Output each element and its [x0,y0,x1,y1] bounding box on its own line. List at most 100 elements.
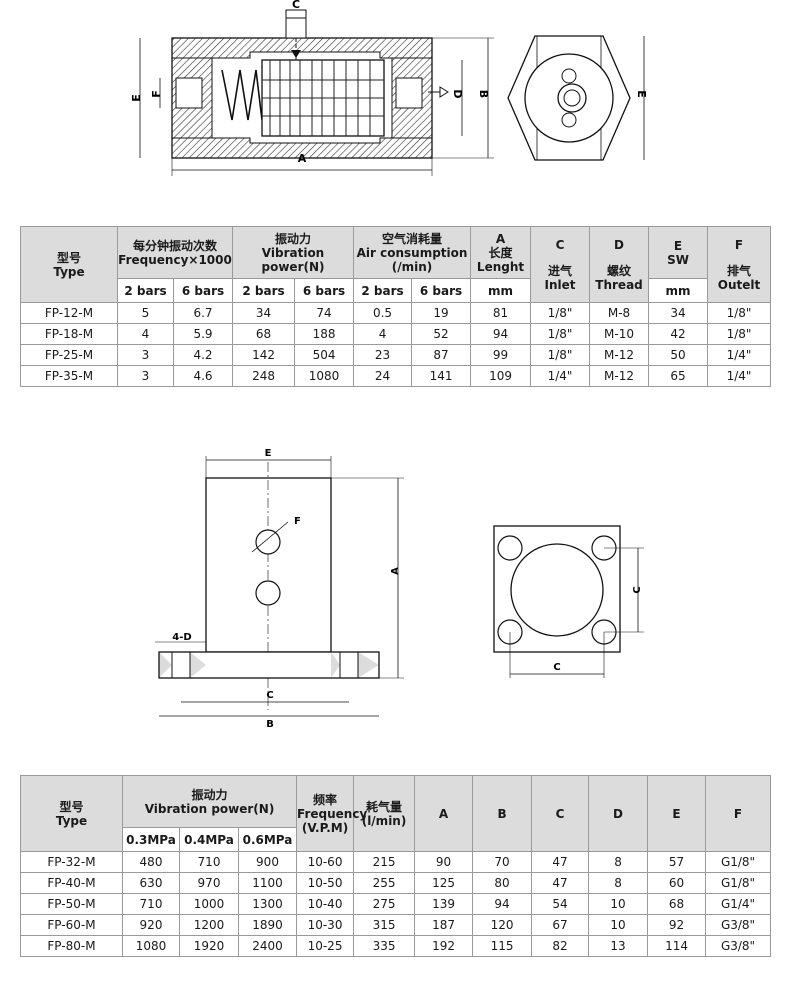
value-cell: 10 [588,893,649,915]
value-cell: 74 [294,302,355,324]
dim-label-f: F [150,90,163,98]
value-cell: M-8 [589,302,650,324]
value-cell: 6.7 [172,302,234,324]
t2-header-c: C [531,775,590,852]
header-freq-2bars: 2 bars [117,278,174,303]
model-cell: FP-18-M [20,323,118,345]
value-cell: 42 [648,323,709,345]
flange-svg: E F A 4-D C B C C [155,448,644,730]
dim2-label-c: C [266,690,273,701]
value-cell: 3 [117,365,174,387]
dim2-label-b: B [266,719,274,730]
dim-label-d: D [451,89,464,98]
value-cell: 50 [648,344,709,366]
value-cell: 24 [353,365,413,387]
value-cell: 13 [588,935,649,957]
value-cell: 34 [648,302,709,324]
t2-header-d: D [588,775,649,852]
value-cell: 1/8" [707,302,772,324]
value-cell: 4 [117,323,174,345]
value-cell: 900 [237,851,298,873]
model-cell: FP-60-M [20,914,123,936]
value-cell: 10-30 [296,914,355,936]
value-cell: G1/4" [705,893,772,915]
value-cell: 4.6 [172,365,234,387]
flange-base [158,651,380,679]
value-cell: 1080 [294,365,355,387]
value-cell: 4.2 [172,344,234,366]
value-cell: 109 [470,365,532,387]
value-cell: G1/8" [705,872,772,894]
value-cell: 80 [472,872,533,894]
value-cell: 1890 [237,914,298,936]
value-cell: 10 [588,914,649,936]
value-cell: 99 [470,344,532,366]
header-air-6bars: 6 bars [411,278,472,303]
value-cell: 1000 [179,893,239,915]
value-cell: 114 [647,935,707,957]
value-cell: 10-60 [296,851,355,873]
value-cell: 1200 [179,914,239,936]
value-cell: 1/4" [530,365,591,387]
value-cell: 54 [531,893,590,915]
header-air-2bars: 2 bars [353,278,413,303]
t2-header-b: B [472,775,533,852]
t2-header-f: F [705,775,772,852]
dim-label-e: E [130,94,143,102]
value-cell: 2400 [237,935,298,957]
value-cell: 139 [414,893,474,915]
value-cell: 1/4" [707,365,772,387]
vibrator-body [205,477,332,653]
value-cell: 1080 [122,935,180,957]
dim2-label-c3: C [553,662,560,673]
header-freq-6bars: 6 bars [172,278,234,303]
t2-header-a: A [414,775,474,852]
value-cell: M-12 [589,365,650,387]
value-cell: 5 [117,302,174,324]
value-cell: 68 [232,323,296,345]
value-cell: 19 [411,302,472,324]
dim2-label-f: F [294,516,301,527]
value-cell: 188 [294,323,355,345]
model-cell: FP-12-M [20,302,118,324]
header-power-6bars: 6 bars [294,278,355,303]
value-cell: 94 [472,893,533,915]
value-cell: 192 [414,935,474,957]
vibrator-section-drawing: C E F D B A E [0,0,790,210]
value-cell: 215 [353,851,416,873]
t2-header-p04: 0.4MPa [179,827,239,852]
value-cell: M-10 [589,323,650,345]
value-cell: 94 [470,323,532,345]
value-cell: 1920 [179,935,239,957]
value-cell: 10-40 [296,893,355,915]
value-cell: 1/8" [530,302,591,324]
value-cell: 480 [122,851,180,873]
value-cell: 125 [414,872,474,894]
value-cell: 970 [179,872,239,894]
dim2-label-e: E [265,448,272,459]
value-cell: G3/8" [705,914,772,936]
value-cell: 90 [414,851,474,873]
value-cell: 1/8" [530,323,591,345]
value-cell: 630 [122,872,180,894]
dim-label-b: B [477,90,490,98]
flange-vibrator-drawing: E F A 4-D C B C C [0,440,790,730]
value-cell: 70 [472,851,533,873]
dim-label-c: C [292,0,300,11]
model-cell: FP-80-M [20,935,123,957]
model-cell: FP-32-M [20,851,123,873]
